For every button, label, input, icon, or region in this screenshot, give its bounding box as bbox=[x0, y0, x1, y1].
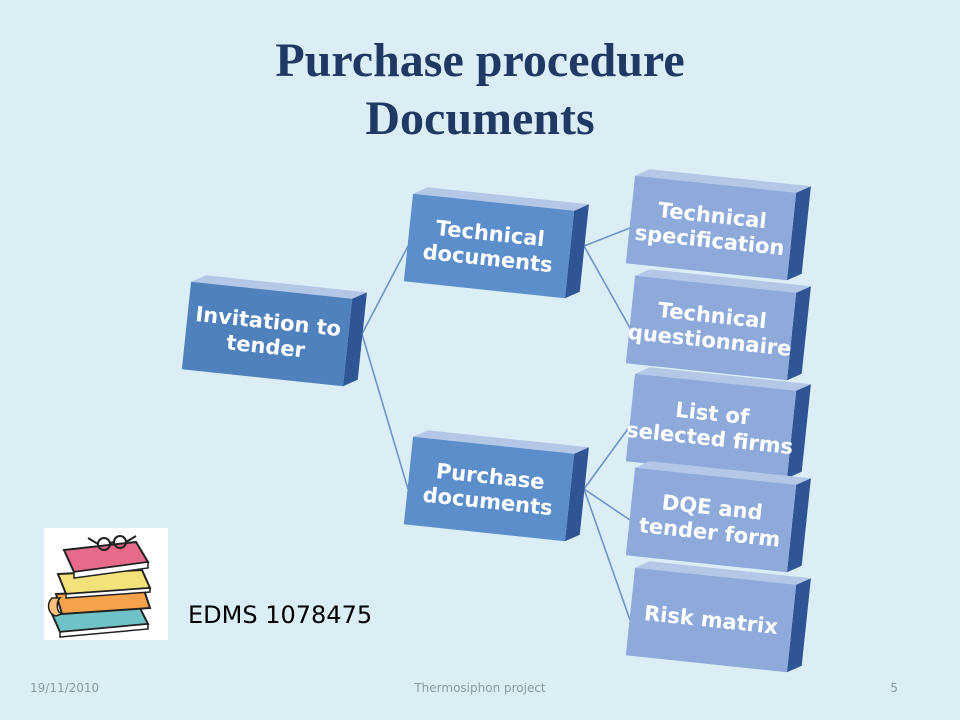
node-leaf-2-3-face bbox=[625, 567, 797, 673]
node-branch-2-top bbox=[413, 430, 589, 454]
node-leaf-1-1-top bbox=[635, 169, 811, 193]
node-branch-1-top bbox=[413, 187, 589, 211]
node-leaf-2-2-top bbox=[635, 461, 811, 485]
node-leaf-2-1-face bbox=[625, 373, 797, 479]
books-stack-icon bbox=[47, 535, 152, 638]
connector-branch-1-to-leaf-2 bbox=[583, 245, 631, 329]
node-leaf-1-2-top bbox=[635, 269, 811, 293]
node-leaf-2-1-top bbox=[635, 367, 811, 391]
node-leaf-1-1-face bbox=[625, 175, 797, 281]
node-branch-2-face bbox=[403, 436, 575, 542]
node-leaf-1-1-side bbox=[786, 186, 811, 281]
connector-branch-2-to-leaf-2 bbox=[583, 488, 631, 521]
connector-branch-2-to-leaf-1 bbox=[583, 425, 631, 490]
node-leaf-2-3-top bbox=[635, 561, 811, 585]
node-branch-1-face bbox=[403, 193, 575, 299]
title-line-2: Documents bbox=[365, 92, 595, 145]
node-branch-1-side bbox=[564, 204, 589, 299]
footer-date: 19/11/2010 bbox=[30, 681, 100, 695]
node-leaf-1-2-face bbox=[625, 275, 797, 381]
node-leaf-2-2-face bbox=[625, 467, 797, 573]
connector-root-to-branch-2 bbox=[361, 333, 409, 490]
connector-branch-1-to-leaf-1 bbox=[583, 227, 631, 247]
node-invitation-to-tender-face bbox=[181, 281, 353, 387]
connector-branch-2-to-leaf-3 bbox=[583, 488, 631, 621]
slide-title: Purchase procedure Documents bbox=[0, 32, 960, 148]
node-leaf-2-3-side bbox=[786, 578, 811, 673]
node-leaf-2-1-side bbox=[786, 384, 811, 479]
books-clipart bbox=[44, 528, 168, 640]
node-invitation-to-tender-top bbox=[191, 275, 367, 299]
edms-reference: EDMS 1078475 bbox=[188, 601, 373, 629]
node-invitation-to-tender-side bbox=[342, 292, 367, 387]
connector-root-to-branch-1 bbox=[361, 245, 409, 335]
node-branch-2-side bbox=[564, 447, 589, 542]
node-leaf-2-2-side bbox=[786, 478, 811, 573]
node-leaf-1-2-side bbox=[786, 286, 811, 381]
footer-page-number: 5 bbox=[890, 681, 898, 695]
node-leaf-2-3: Risk matrix bbox=[625, 561, 811, 673]
title-line-1: Purchase procedure bbox=[275, 34, 685, 87]
footer-project: Thermosiphon project bbox=[414, 681, 546, 695]
